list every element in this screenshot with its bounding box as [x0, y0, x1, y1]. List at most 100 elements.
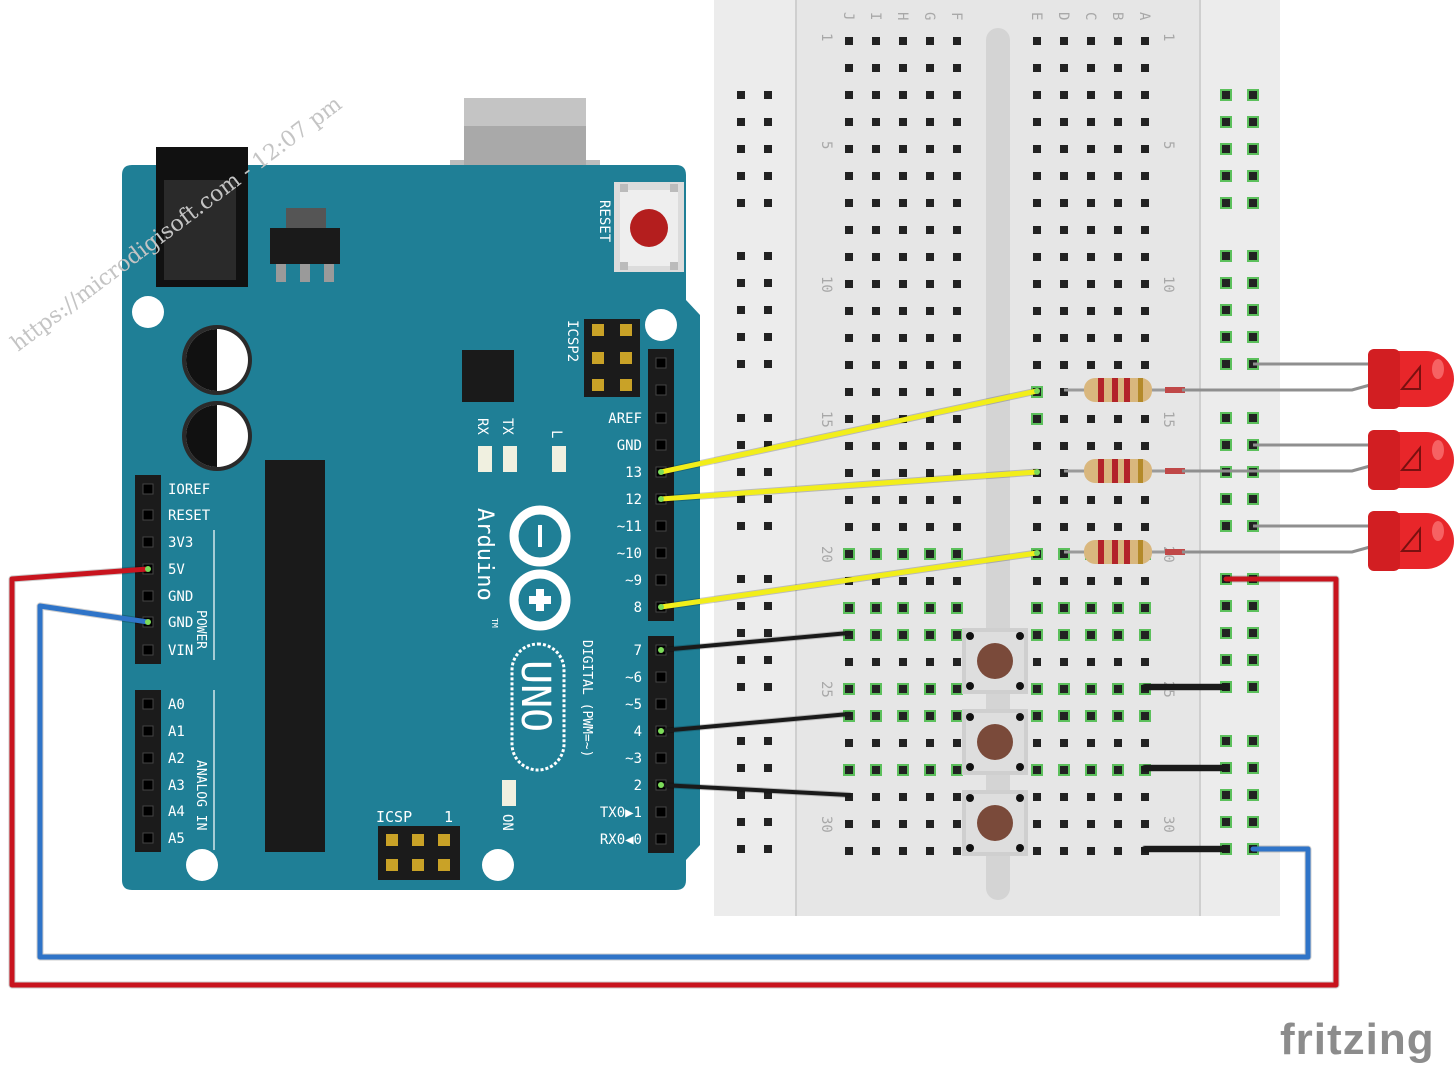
analog-pin-pin[interactable] [142, 698, 154, 710]
rail-hole [1222, 522, 1230, 530]
breadboard-hole [926, 334, 934, 342]
breadboard-hole [872, 469, 880, 477]
breadboard-hole [1114, 631, 1122, 639]
reset-button[interactable] [614, 182, 684, 272]
rail-hole-active [1247, 170, 1259, 182]
breadboard-hole [899, 37, 907, 45]
rail-hole [1222, 602, 1230, 610]
digital-pin-pin[interactable] [655, 357, 667, 369]
digital-pin-pin[interactable] [655, 752, 667, 764]
breadboard-hole [1087, 280, 1095, 288]
digital-pin-pin[interactable] [655, 412, 667, 424]
digital-pin-pin[interactable] [655, 574, 667, 586]
breadboard-hole [953, 496, 961, 504]
breadboard-hole [872, 91, 880, 99]
breadboard-hole [953, 523, 961, 531]
digital-pin-pin[interactable] [655, 833, 667, 845]
digital-pin-pin[interactable] [655, 671, 667, 683]
led-body [1398, 513, 1454, 569]
rail-hole [737, 791, 745, 799]
icsp-pin [412, 834, 424, 846]
rail-hole [764, 252, 772, 260]
breadboard-hole [953, 766, 961, 774]
breadboard-hole-active [1085, 764, 1097, 776]
on-led [502, 780, 516, 806]
breadboard-hole [953, 550, 961, 558]
power-pin-pin[interactable] [142, 590, 154, 602]
analog-pin-pin[interactable] [142, 725, 154, 737]
digital-pin-pin[interactable] [655, 547, 667, 559]
rail-hole [764, 791, 772, 799]
breadboard-hole-active [1031, 764, 1043, 776]
analog-pin-pin[interactable] [142, 779, 154, 791]
breadboard-hole [953, 307, 961, 315]
push-button[interactable] [962, 709, 1028, 775]
analog-pin-pin[interactable] [142, 832, 154, 844]
breadboard-hole [926, 145, 934, 153]
power-pin-pin[interactable] [142, 644, 154, 656]
analog-pin-pin[interactable] [142, 752, 154, 764]
breadboard-hole-active [870, 710, 882, 722]
wire-endpoint [1034, 469, 1040, 475]
analog-pin-label: A0 [168, 697, 185, 713]
breadboard-hole [872, 361, 880, 369]
digital-pin-pin[interactable] [655, 384, 667, 396]
breadboard-hole [1033, 118, 1041, 126]
breadboard-hole-active [1139, 710, 1151, 722]
push-button-cap[interactable] [977, 805, 1013, 841]
rail-hole [1249, 172, 1257, 180]
power-pin-pin[interactable] [142, 509, 154, 521]
digital-pin-pin[interactable] [655, 806, 667, 818]
microcontroller-chip [265, 460, 325, 852]
rail-hole [737, 656, 745, 664]
push-button[interactable] [962, 790, 1028, 856]
led-lead [1182, 464, 1371, 473]
rail-hole [737, 468, 745, 476]
led-lead [1182, 383, 1371, 392]
breadboard-hole-active [1085, 710, 1097, 722]
breadboard-hole [872, 523, 880, 531]
breadboard-hole [845, 604, 853, 612]
breadboard-hole [845, 469, 853, 477]
arduino-uno: RESET ICSP2 ICSP 1 RX TX L ON Arduino TM… [122, 98, 700, 890]
rail-hole [737, 414, 745, 422]
breadboard-hole [1087, 820, 1095, 828]
digital-pin-pin[interactable] [655, 520, 667, 532]
push-button-cap[interactable] [977, 643, 1013, 679]
breadboard-hole [1060, 118, 1068, 126]
digital-pin-pin[interactable] [655, 439, 667, 451]
breadboard-hole-active [1085, 683, 1097, 695]
breadboard-hole-active [897, 764, 909, 776]
breadboard-hole [1114, 91, 1122, 99]
push-button-cap[interactable] [977, 724, 1013, 760]
breadboard-hole [845, 172, 853, 180]
column-letter: D [1055, 12, 1071, 20]
rail-hole [764, 468, 772, 476]
breadboard-hole [1141, 37, 1149, 45]
breadboard-hole [1141, 361, 1149, 369]
power-pin-pin[interactable] [142, 536, 154, 548]
breadboard-hole-active [1058, 683, 1070, 695]
power-pin-label: GND [168, 615, 193, 631]
leds [1182, 349, 1454, 571]
power-pin-pin[interactable] [142, 483, 154, 495]
rail-hole [737, 172, 745, 180]
breadboard-hole [1060, 496, 1068, 504]
wire-endpoint [658, 647, 664, 653]
breadboard-hole [926, 496, 934, 504]
led-rim [1368, 430, 1400, 490]
icsp-pin [386, 859, 398, 871]
breadboard-hole [872, 172, 880, 180]
breadboard-hole [872, 604, 880, 612]
analog-pin-label: A2 [168, 751, 185, 767]
reset-label: RESET [596, 200, 612, 243]
digital-pin-label: 7 [634, 643, 642, 659]
analog-pin-pin[interactable] [142, 805, 154, 817]
breadboard-hole [1060, 226, 1068, 234]
push-button[interactable] [962, 628, 1028, 694]
digital-pin-pin[interactable] [655, 698, 667, 710]
resistor [1064, 459, 1185, 483]
resistor-band [1138, 540, 1143, 564]
rail-hole-active [1247, 789, 1259, 801]
breadboard-hole [1114, 37, 1122, 45]
